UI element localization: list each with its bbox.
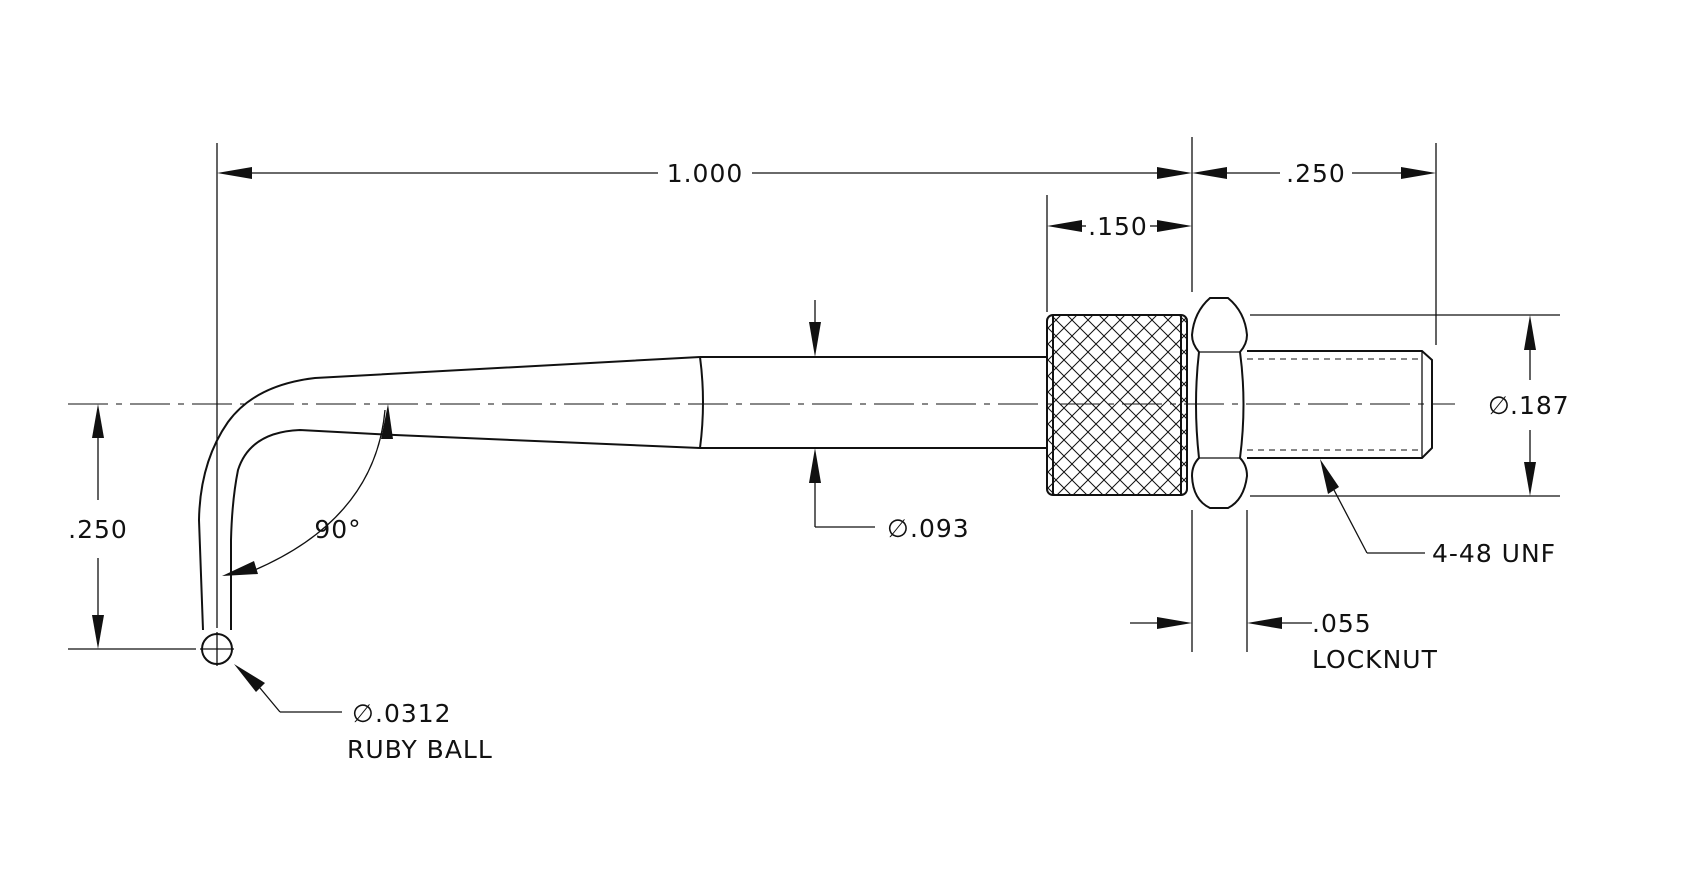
thread-spec-label: 4-48 UNF <box>1432 539 1556 568</box>
ruby-ball-label: RUBY BALL <box>347 735 493 764</box>
leader-thread-spec: 4-48 UNF <box>1320 459 1556 568</box>
dim-drop-height: .250 <box>68 404 196 650</box>
dim-bend-angle: 90° <box>222 404 393 576</box>
thread-length-label: .250 <box>1286 159 1346 188</box>
dim-overall-length: 1.000 <box>216 137 1193 628</box>
ball-diameter-label: .0312 <box>375 699 452 728</box>
knurl-length-label: .150 <box>1088 212 1148 241</box>
dim-locknut-thickness: .055 LOCKNUT <box>1130 510 1438 674</box>
stem-upper-edge <box>197 356 701 631</box>
ball-diameter-symbol: ∅ <box>352 699 375 728</box>
bend-angle-label: 90° <box>314 515 361 544</box>
taper-transition <box>699 356 704 449</box>
thread-diameter-label: .187 <box>1510 391 1570 420</box>
leader-ruby-ball: ∅ .0312 RUBY BALL <box>234 664 493 764</box>
dim-knurl-length: .150 <box>1046 195 1192 312</box>
threaded-shank <box>1247 350 1433 459</box>
stem-diameter-label: .093 <box>910 514 970 543</box>
dim-thread-diameter: ∅ .187 <box>1250 314 1570 497</box>
drop-height-label: .250 <box>68 515 128 544</box>
dim-thread-length: .250 <box>1192 143 1437 345</box>
locknut-thickness-label: .055 <box>1312 609 1372 638</box>
dim-stem-diameter: ∅ .093 <box>809 300 970 543</box>
stem-lower-edge <box>230 428 701 630</box>
overall-length-label: 1.000 <box>667 159 744 188</box>
knurled-grip <box>1046 314 1188 496</box>
thread-diameter-symbol: ∅ <box>1488 391 1511 420</box>
stylus-body <box>197 297 1433 666</box>
locknut-hex <box>1190 297 1249 509</box>
stem-diameter-symbol: ∅ <box>887 514 910 543</box>
locknut-label: LOCKNUT <box>1312 645 1438 674</box>
